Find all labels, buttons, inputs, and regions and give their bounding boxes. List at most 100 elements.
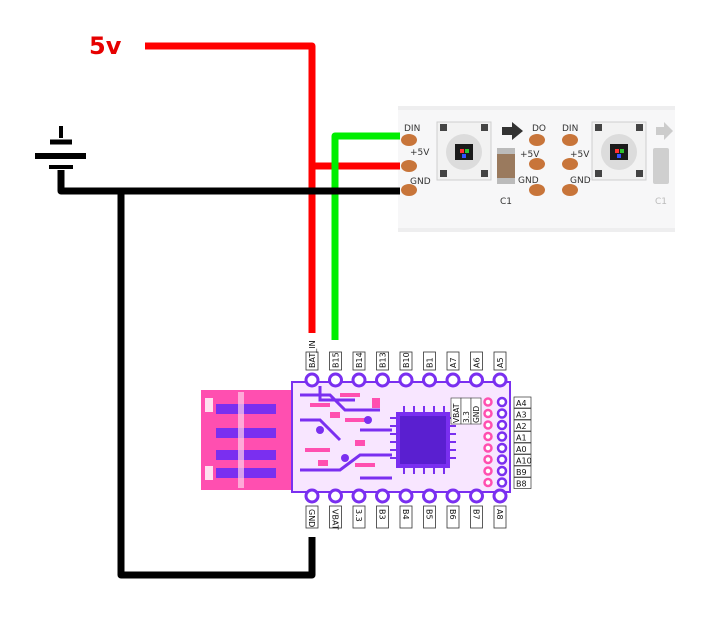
strip-label-gnd: GND	[410, 177, 431, 187]
top-pin: B1	[422, 351, 437, 388]
right-pin-box	[513, 442, 532, 455]
pad-5v-mid2	[562, 158, 578, 170]
strip-label-gnd-3: GND	[570, 176, 591, 186]
usb-shield-tab	[205, 398, 213, 412]
top-pin-label: A5	[496, 357, 505, 368]
pad-gnd-mid	[529, 184, 545, 196]
right-pin-box	[513, 465, 532, 478]
right-pad-inner	[483, 454, 493, 465]
right-pad	[496, 465, 508, 477]
right-pad	[496, 419, 508, 431]
via	[364, 416, 372, 424]
usb-contact	[216, 468, 276, 478]
right-pin-label: A4	[516, 399, 527, 408]
wire-gnd-to-strip	[57, 170, 400, 195]
bottom-pin: A8	[492, 488, 508, 529]
pcb-traces	[300, 386, 392, 480]
top-pin: A6	[469, 351, 484, 388]
led-2-red	[615, 149, 619, 153]
led-2-pin	[595, 170, 602, 177]
strip-label-do: DO	[532, 124, 546, 134]
bottom-pin-label: B7	[472, 509, 481, 520]
top-pin: A5	[492, 351, 508, 388]
bottom-pin-label: B4	[401, 509, 410, 520]
right-pad	[496, 454, 508, 465]
strip-label-5v-2: +5V	[520, 150, 540, 160]
top-pin-label: B14	[355, 352, 364, 368]
right-pad-inner	[483, 408, 493, 419]
right-pin-box	[513, 408, 532, 420]
strip-label-5v-3: +5V	[570, 150, 590, 160]
top-pin-label: B13	[379, 352, 388, 368]
right-pad-inner	[483, 420, 493, 430]
usb-contact	[216, 428, 276, 438]
bottom-pin: B7	[469, 488, 484, 529]
top-pin: B15	[328, 351, 343, 388]
pin-hole	[351, 488, 367, 504]
capacitor-end	[497, 148, 515, 154]
pad-gnd-left	[401, 184, 417, 196]
pin-hole	[328, 372, 343, 388]
led-1-red	[460, 149, 464, 153]
right-pad-inner	[483, 477, 493, 488]
right-pin-label: A1	[516, 434, 527, 443]
strip-label-din: DIN	[404, 124, 420, 134]
right-pin-label: A0	[516, 445, 527, 454]
right-pin-label: B9	[516, 468, 527, 477]
mcu-chip-die	[400, 416, 446, 464]
via	[316, 426, 324, 434]
bottom-pin-label: B5	[425, 509, 434, 520]
usb-shield-tab	[205, 466, 213, 480]
strip-label-gnd-2: GND	[518, 176, 539, 186]
bottom-pin: B4	[398, 488, 414, 529]
capacitor-c1	[497, 148, 515, 184]
right-pad-inner	[483, 397, 493, 407]
wire-gnd-to-board	[117, 191, 316, 579]
right-pad	[496, 477, 508, 488]
inner-label: GND	[472, 406, 481, 423]
wire-5v-to-bat-in	[145, 42, 316, 333]
pin-hole	[351, 372, 367, 388]
capacitor-end	[497, 178, 515, 184]
smd-component	[372, 398, 380, 408]
top-pin-label: B1	[426, 357, 435, 368]
strip-label-din-2: DIN	[562, 124, 578, 134]
data-direction-arrow-icon	[656, 122, 673, 140]
right-pad	[496, 408, 508, 419]
wire-data-b15-to-din	[331, 132, 400, 340]
pin-hole	[492, 372, 508, 388]
right-pad-inner	[483, 466, 493, 476]
bottom-pin-label: GND	[307, 509, 316, 527]
pad-5v-mid	[529, 158, 545, 170]
bottom-pin-label: A8	[495, 509, 504, 520]
top-pin: BAT_IN	[304, 340, 320, 388]
pcb-traces-pink	[305, 393, 375, 467]
pad-din-left	[401, 134, 417, 146]
top-pin-label: B10	[402, 352, 411, 368]
right-pin-box	[513, 419, 532, 432]
top-pin-label: BAT_IN	[308, 340, 317, 368]
bottom-pin: GND	[304, 488, 320, 529]
bottom-pin: B3	[375, 488, 390, 529]
inner-label: VBAT	[452, 403, 461, 423]
led-1-pin	[481, 170, 488, 177]
smd-component	[318, 460, 328, 466]
top-header-pins: BAT_IN B15 B14 B13 B10 B1 A7 A6 A5	[304, 340, 508, 388]
pad-din-mid	[562, 134, 578, 146]
ground-symbol-icon	[35, 126, 86, 169]
right-pin-box	[513, 431, 532, 443]
right-pin-box	[513, 477, 532, 489]
pin-hole	[304, 488, 320, 504]
pin-hole	[375, 488, 390, 504]
top-pin-label: A7	[449, 357, 458, 368]
pin-hole	[375, 372, 390, 388]
via	[341, 454, 349, 462]
top-pin: B10	[398, 351, 414, 388]
mcu-pins	[390, 406, 456, 474]
pin-hole	[445, 488, 461, 504]
